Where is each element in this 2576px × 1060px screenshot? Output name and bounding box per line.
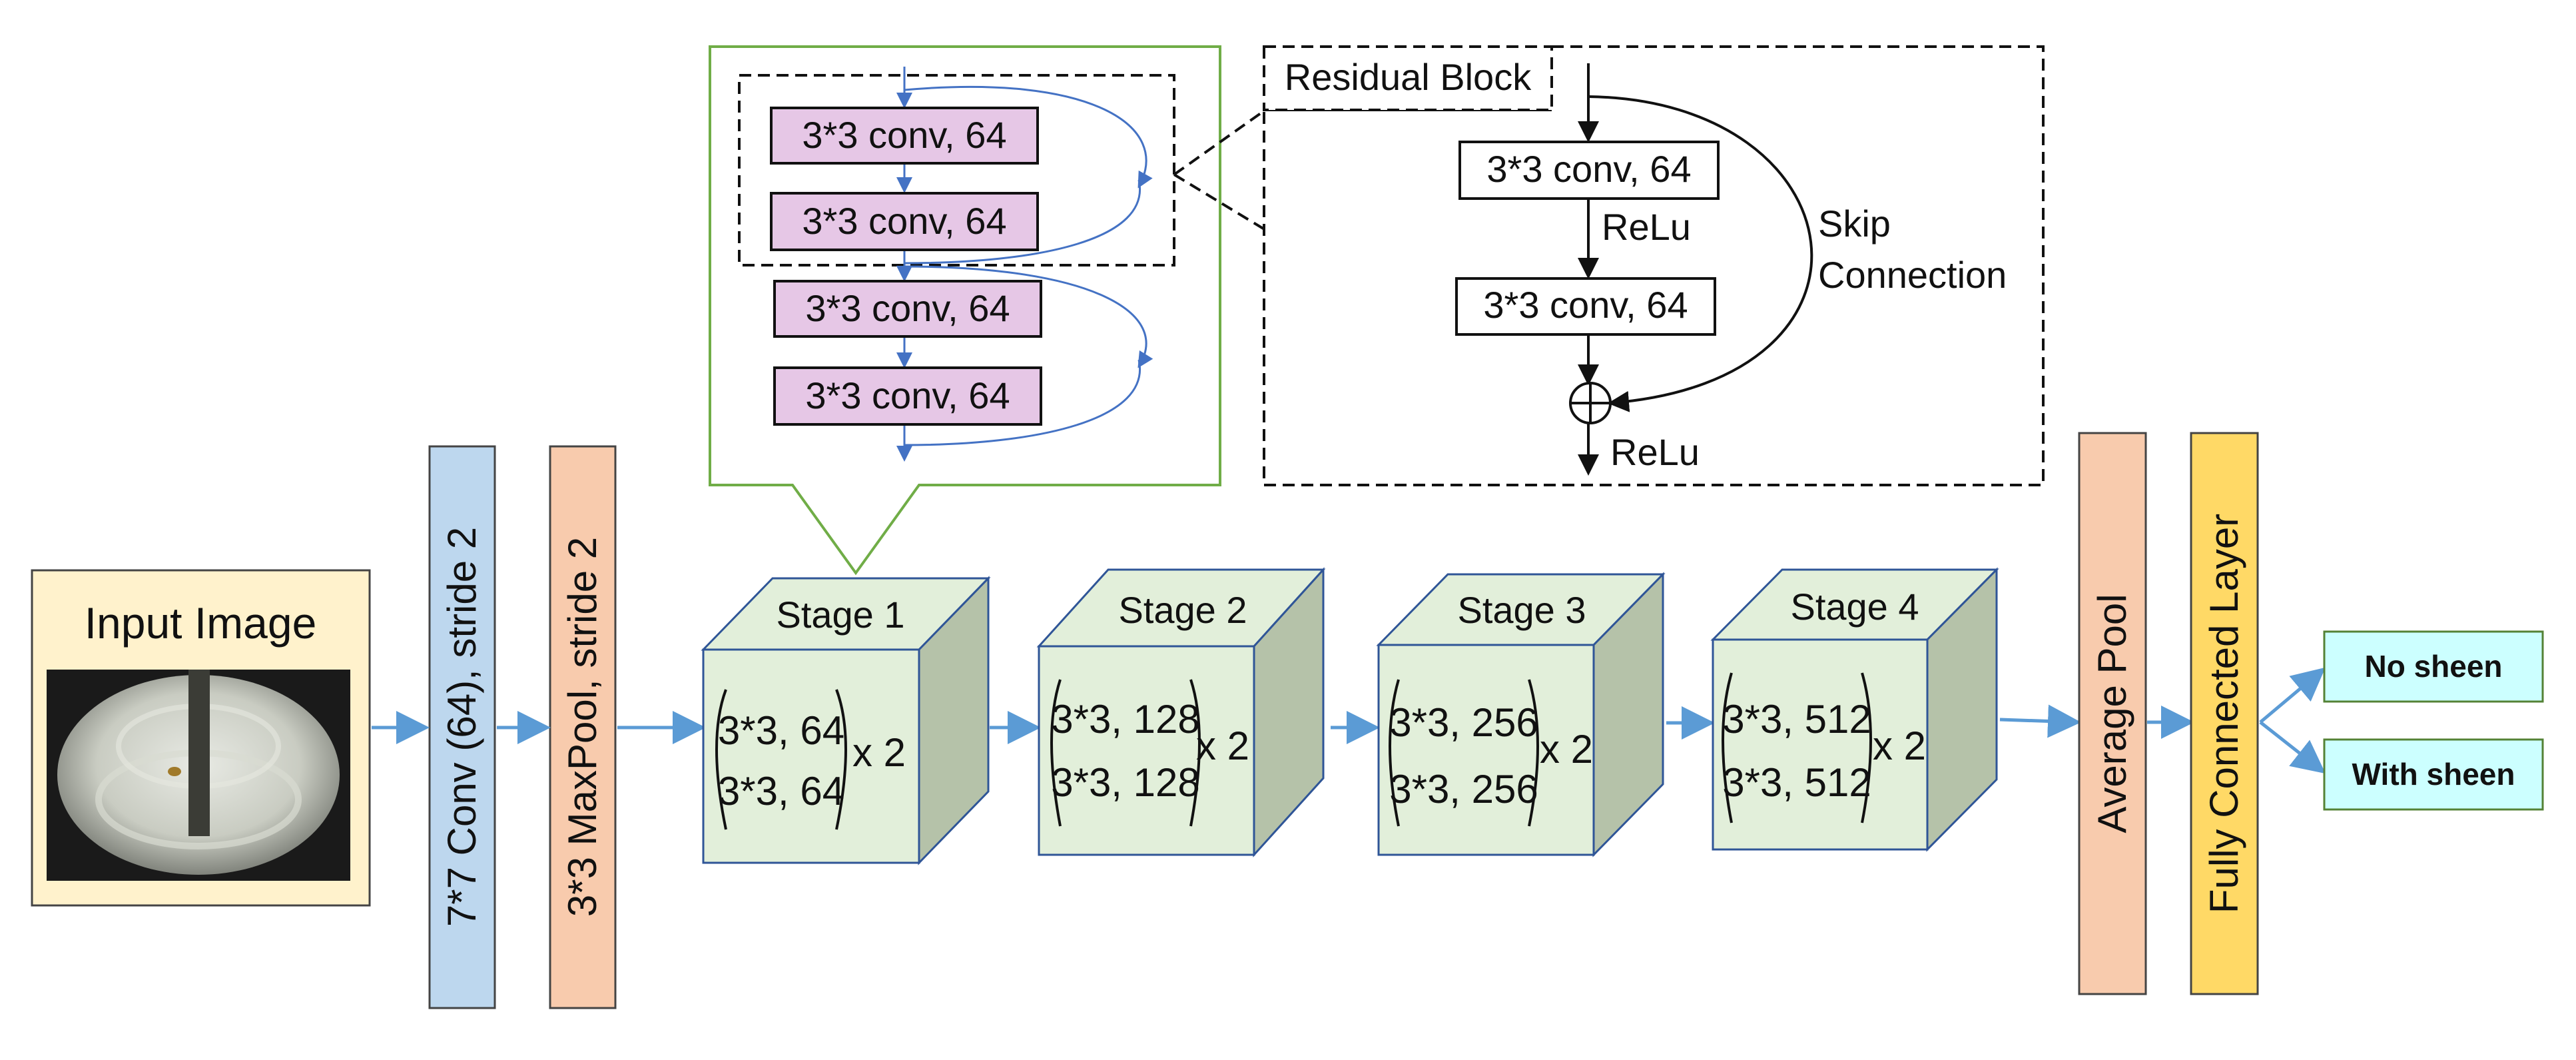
stage-cubes: Stage 1 3*3, 64 3*3, 64 x 2 Stage 2 3*3,… — [701, 567, 1999, 865]
stage-cube: Stage 4 3*3, 512 3*3, 512 x 2 — [1710, 567, 1999, 852]
conv-box — [770, 107, 1039, 165]
output-no-sheen: No sheen — [2323, 630, 2544, 703]
average-pool-label: Average Pool — [2090, 594, 2134, 833]
residual-arrows — [1578, 63, 1813, 476]
output-with-sheen: With sheen — [2323, 738, 2544, 811]
flow-arrows — [372, 667, 2326, 774]
stage-row1: 3*3, 512 — [1722, 697, 1871, 742]
conv-box-label: 3*3 conv, 64 — [802, 200, 1006, 242]
stage-title: Stage 3 — [1457, 589, 1586, 631]
residual-conv2-label: 3*3 conv, 64 — [1483, 284, 1688, 326]
stage-cube: Stage 1 3*3, 64 3*3, 64 x 2 — [701, 576, 991, 865]
fully-connected-label: Fully Connected Layer — [2202, 514, 2246, 913]
matrix-bracket-left — [1050, 679, 1062, 827]
arrow-stage4-to-avgpool — [1999, 704, 2081, 738]
matrix-bracket-right — [1189, 679, 1201, 827]
stage-row1: 3*3, 256 — [1389, 700, 1538, 745]
matrix-bracket-right — [835, 689, 847, 830]
stage-row2: 3*3, 64 — [718, 769, 844, 813]
stage-cube: Stage 2 3*3, 128 3*3, 128 x 2 — [1036, 567, 1326, 857]
input-photo — [47, 670, 350, 881]
stage-row2: 3*3, 256 — [1389, 767, 1538, 811]
output-with-sheen-label: With sheen — [2352, 757, 2515, 792]
arrow-fc-to-with-sheen — [2259, 721, 2326, 774]
residual-block-highlight — [738, 74, 1175, 266]
detail-arrows — [896, 67, 1153, 462]
matrix-bracket-left — [715, 689, 727, 830]
residual-conv1-box — [1458, 141, 1720, 200]
stage-multiplier: x 2 — [1196, 724, 1249, 768]
matrix-bracket-right — [1528, 679, 1539, 827]
fully-connected-layer: Fully Connected Layer — [2190, 432, 2259, 995]
residual-block-detail: Residual Block 3*3 conv, 64 ReLu 3*3 con… — [1263, 45, 2045, 486]
stage-multiplier: x 2 — [1873, 724, 1926, 768]
conv-box-label: 3*3 conv, 64 — [805, 287, 1010, 329]
stage-multiplier: x 2 — [852, 730, 906, 775]
stage-row1: 3*3, 128 — [1051, 697, 1200, 742]
stage-row2: 3*3, 128 — [1051, 760, 1200, 805]
addition-node — [1569, 382, 1612, 424]
stage-cube: Stage 3 3*3, 256 3*3, 256 x 2 — [1376, 572, 1666, 857]
maxpool-layer: 3*3 MaxPool, stride 2 — [549, 445, 617, 1009]
maxpool-layer-label: 3*3 MaxPool, stride 2 — [560, 537, 605, 917]
stage-title: Stage 1 — [776, 594, 904, 636]
conv-layer-label: 7*7 Conv (64), stride 2 — [440, 527, 484, 927]
matrix-bracket-left — [1722, 672, 1733, 823]
arrow-fc-to-no-sheen — [2259, 667, 2326, 724]
stage-row1: 3*3, 64 — [718, 708, 844, 753]
residual-relu2-label: ReLu — [1610, 431, 1700, 473]
input-image-panel: Input Image — [31, 569, 371, 907]
skip-connection-line2: Connection — [1818, 254, 2007, 296]
conv-layer: 7*7 Conv (64), stride 2 — [428, 445, 496, 1009]
conv-box — [770, 192, 1039, 251]
residual-conv1-label: 3*3 conv, 64 — [1486, 148, 1691, 190]
stage-detail-callout: 3*3 conv, 64 3*3 conv, 64 3*3 conv, 64 3… — [709, 45, 1221, 576]
conv-box-label: 3*3 conv, 64 — [805, 374, 1010, 416]
residual-block-title-box — [1263, 45, 1553, 111]
skip-connection-line1: Skip — [1818, 203, 1891, 245]
stage-row2: 3*3, 512 — [1722, 760, 1871, 805]
residual-block-title: Residual Block — [1285, 56, 1532, 98]
conv-box-label: 3*3 conv, 64 — [802, 114, 1006, 156]
matrix-bracket-right — [1861, 672, 1872, 823]
output-no-sheen-label: No sheen — [2364, 649, 2502, 684]
residual-relu1-label: ReLu — [1602, 206, 1691, 248]
conv-box — [773, 366, 1042, 426]
residual-conv2-box — [1455, 277, 1716, 336]
stage-multiplier: x 2 — [1540, 727, 1593, 772]
matrix-bracket-left — [1389, 679, 1400, 827]
average-pool-layer: Average Pool — [2078, 432, 2147, 995]
conv-box — [773, 280, 1042, 338]
stage-title: Stage 2 — [1118, 589, 1247, 631]
input-image-title: Input Image — [85, 598, 317, 648]
stage-title: Stage 4 — [1790, 586, 1919, 628]
